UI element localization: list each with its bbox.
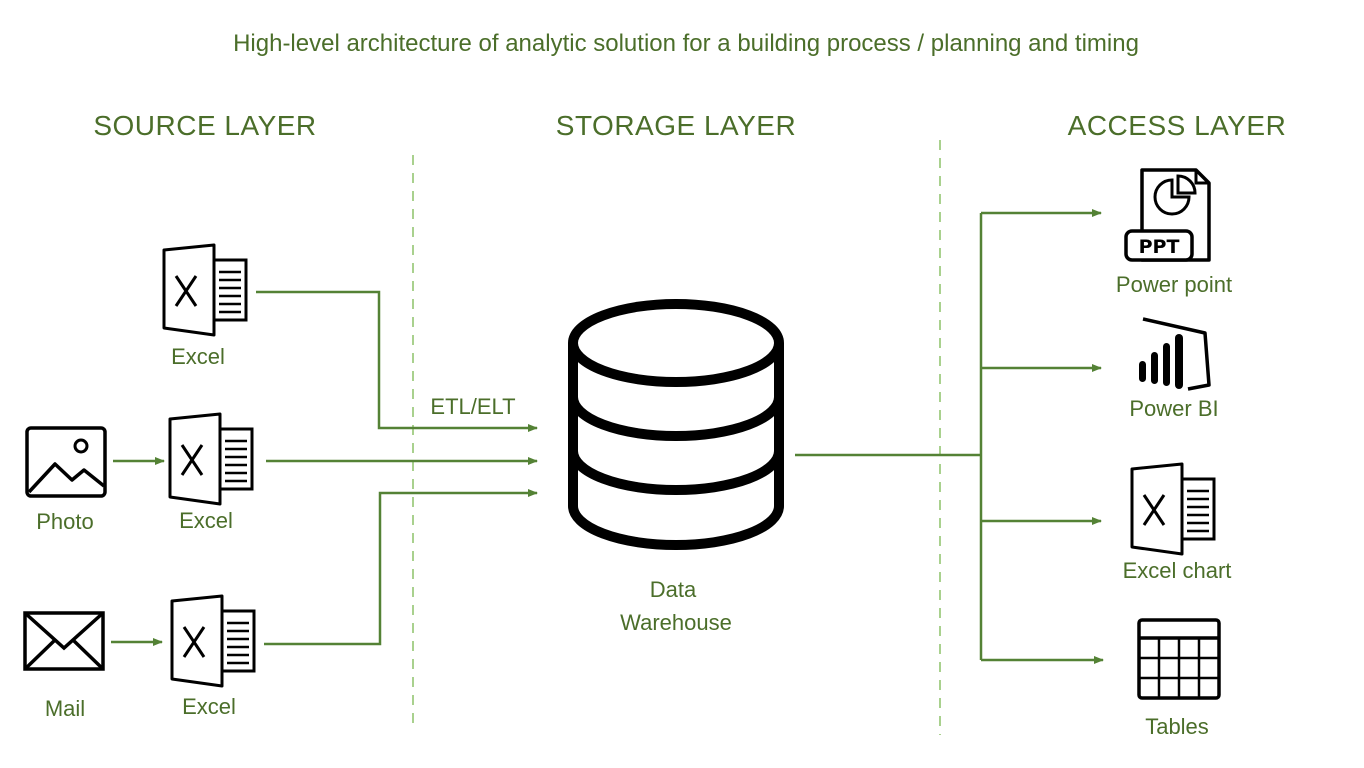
- mail-label: Mail: [44, 696, 86, 721]
- database-icon: [568, 299, 784, 550]
- ppt-badge-text: PPT: [1139, 236, 1180, 258]
- powerbi-label: Power BI: [1129, 396, 1219, 421]
- mail-icon: [23, 611, 105, 671]
- excel-icon: [1130, 462, 1216, 556]
- etl-elt-label: ETL/ELT: [430, 394, 516, 419]
- table-icon: [1137, 618, 1221, 700]
- tables-label: Tables: [1145, 714, 1209, 739]
- storage-layer-heading: STORAGE LAYER: [555, 110, 797, 141]
- excel-bottom-label: Excel: [182, 694, 236, 719]
- photo-icon: [25, 426, 107, 498]
- powerbi-icon: [1139, 317, 1211, 391]
- data-warehouse-label-line1: Data: [649, 577, 697, 602]
- powerpoint-icon: PPT: [1124, 168, 1211, 262]
- excel-icon: [162, 243, 248, 337]
- excel-icon: [168, 412, 254, 506]
- diagram-title: High-level architecture of analytic solu…: [233, 30, 1139, 57]
- excel-icon: [170, 594, 256, 688]
- excel-bottom-to-warehouse-arrow: [264, 489, 538, 646]
- photo-label: Photo: [36, 509, 94, 534]
- powerpoint-label: Power point: [1115, 272, 1233, 297]
- excel-chart-label: Excel chart: [1122, 558, 1232, 583]
- data-warehouse-label-line2: Warehouse: [620, 610, 732, 635]
- access-layer-heading: ACCESS LAYER: [1067, 110, 1287, 141]
- excel-top-label: Excel: [171, 344, 225, 369]
- excel-mid-label: Excel: [179, 508, 233, 533]
- excel-top-to-warehouse-arrow: [256, 290, 538, 432]
- source-layer-heading: SOURCE LAYER: [93, 110, 317, 141]
